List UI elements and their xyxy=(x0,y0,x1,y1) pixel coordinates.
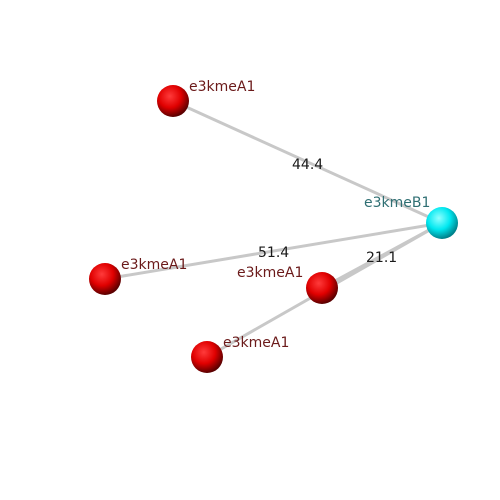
bond-a1-b1[interactable] xyxy=(171,99,444,225)
atom-a4[interactable] xyxy=(191,341,223,373)
atom-label-a1: e3kmeA1 xyxy=(189,79,255,95)
atom-a1[interactable] xyxy=(157,85,189,117)
atom-b1[interactable] xyxy=(426,207,458,239)
distance-labels: 44.4 51.4 21.1 xyxy=(258,157,397,266)
atom-labels: e3kmeA1 e3kmeA1 e3kmeA1 e3kmeA1 e3kmeB1 xyxy=(121,79,430,351)
atom-a2[interactable] xyxy=(89,263,121,295)
atom-a3[interactable] xyxy=(306,272,338,304)
bond-a2-b1[interactable] xyxy=(103,221,444,281)
atom-label-a3: e3kmeA1 xyxy=(237,265,303,281)
atoms-layer xyxy=(89,85,458,373)
atom-label-a2: e3kmeA1 xyxy=(121,257,187,273)
atom-label-b1: e3kmeB1 xyxy=(364,195,430,211)
distance-label-a2-b1: 51.4 xyxy=(258,245,289,261)
atom-label-a4: e3kmeA1 xyxy=(223,335,289,351)
distance-label-a3-b1: 21.1 xyxy=(366,250,397,266)
bonds-layer xyxy=(103,99,444,359)
distance-label-a1-b1: 44.4 xyxy=(292,157,323,173)
